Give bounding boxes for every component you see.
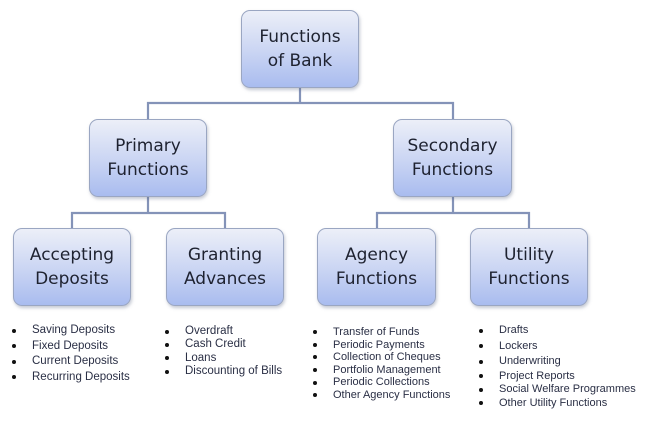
node-utility-functions: Utility Functions (470, 228, 588, 306)
node-label-line: Granting (187, 245, 263, 265)
list-item: Discounting of Bills (163, 365, 282, 378)
agency-functions-list: Transfer of Funds Periodic Payments Coll… (311, 326, 450, 402)
connector-secondary-to-children (375, 197, 531, 228)
node-secondary-functions: Secondary Functions (393, 119, 512, 197)
list-item: Lockers (477, 339, 636, 355)
list-item: Overdraft (163, 325, 282, 338)
list-item: Recurring Deposits (10, 370, 130, 386)
list-item: Other Agency Functions (311, 389, 450, 402)
node-label-line: of Bank (267, 51, 333, 71)
list-item: Periodic Collections (311, 376, 450, 389)
node-accepting-deposits: Accepting Deposits (13, 228, 131, 306)
list-item: Loans (163, 352, 282, 365)
node-label-line: Functions (259, 27, 341, 47)
node-agency-functions: Agency Functions (317, 228, 436, 306)
node-functions-of-bank: Functions of Bank (241, 10, 359, 88)
list-item: Project Reports (477, 370, 636, 384)
list-item: Transfer of Funds (311, 326, 450, 339)
node-label-line: Secondary (407, 136, 498, 156)
list-item: Other Utility Functions (477, 397, 636, 411)
list-item: Saving Deposits (10, 323, 130, 339)
list-item: Cash Credit (163, 338, 282, 351)
list-item: Current Deposits (10, 354, 130, 370)
node-label-line: Primary (115, 136, 181, 156)
node-primary-functions: Primary Functions (89, 119, 207, 197)
list-item: Fixed Deposits (10, 339, 130, 355)
node-label-line: Functions (488, 269, 570, 289)
accepting-deposits-list: Saving Deposits Fixed Deposits Current D… (10, 323, 130, 385)
connector-root-to-level1 (146, 88, 455, 119)
node-label-line: Advances (183, 269, 267, 289)
node-label-line: Agency (344, 245, 409, 265)
list-item: Collection of Cheques (311, 351, 450, 364)
node-label-line: Functions (107, 160, 189, 180)
node-label-line: Accepting (29, 245, 115, 265)
node-label-line: Utility (503, 245, 554, 265)
list-item: Social Welfare Programmes (477, 383, 636, 397)
list-item: Underwriting (477, 354, 636, 370)
connector-primary-to-children (70, 197, 227, 228)
list-item: Portfolio Management (311, 364, 450, 377)
granting-advances-list: Overdraft Cash Credit Loans Discounting … (163, 325, 282, 378)
node-label-line: Functions (411, 160, 494, 180)
node-granting-advances: Granting Advances (166, 228, 284, 306)
node-label-line: Deposits (35, 269, 109, 289)
utility-functions-list: Drafts Lockers Underwriting Project Repo… (477, 323, 636, 410)
node-label-line: Functions (335, 269, 418, 289)
list-item: Drafts (477, 323, 636, 339)
list-item: Periodic Payments (311, 339, 450, 352)
